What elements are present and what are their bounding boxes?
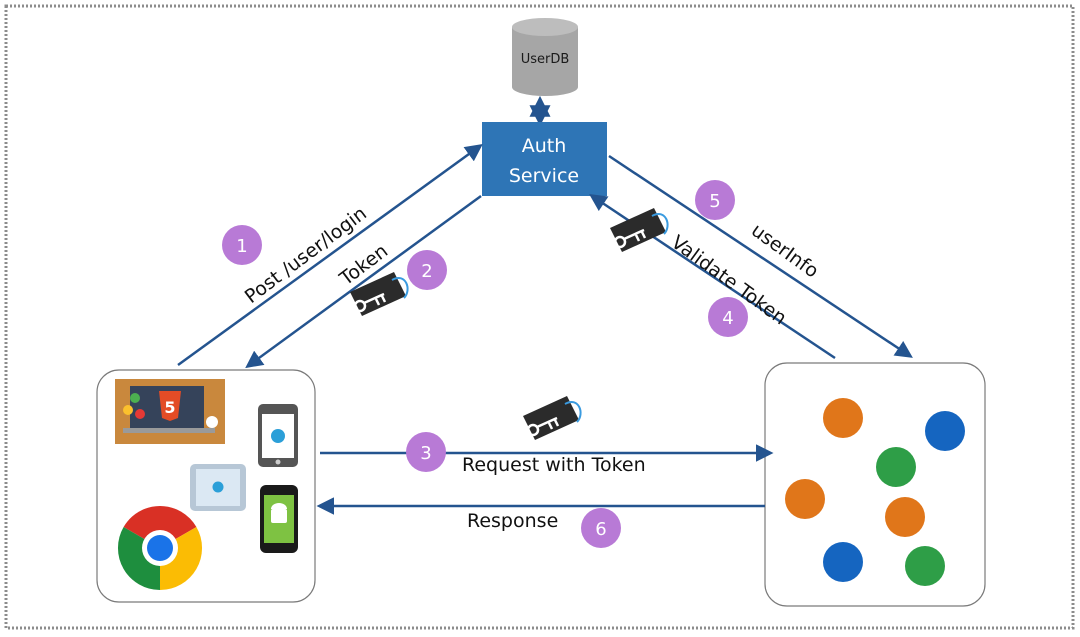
step5-badge: 5 [695,180,735,220]
step6-label: Response [467,510,558,532]
arrow-token-response [245,194,482,369]
step6-badge: 6 [581,508,621,548]
service-node [925,411,965,451]
service-node [823,542,863,582]
outer-frame [4,4,1075,630]
token-tag-icon [521,394,582,442]
step4-badge: 4 [708,297,748,337]
html5-badge: 5 [164,398,175,417]
svg-text:3: 3 [420,443,431,464]
iphone-icon [258,404,298,467]
step3-badge: 3 [406,432,446,472]
ipad-icon [190,464,246,511]
svg-text:5: 5 [709,191,720,212]
auth-service-box: Auth Service [482,122,607,196]
svg-text:6: 6 [595,519,606,540]
step1-badge: 1 [222,225,262,265]
android-phone-icon [260,485,298,553]
userdb-label: UserDB [521,52,570,67]
step2-badge: 2 [407,250,447,290]
service-node [785,479,825,519]
service-node [885,497,925,537]
service-node [823,398,863,438]
service-nodes [785,398,965,586]
arrow-user-info [608,154,913,358]
userdb-database: UserDB [512,18,578,96]
service-node [876,447,916,487]
service-node [905,546,945,586]
auth-service-label-line1: Auth [522,135,567,157]
html5-devices-image: 5 [115,379,225,444]
step3-label: Request with Token [462,454,646,476]
auth-service-label-line2: Service [509,165,579,187]
chrome-logo-icon [117,505,203,591]
arrow-login-request [177,143,483,367]
svg-text:2: 2 [421,261,432,282]
svg-text:4: 4 [722,308,733,329]
svg-text:1: 1 [236,236,247,257]
